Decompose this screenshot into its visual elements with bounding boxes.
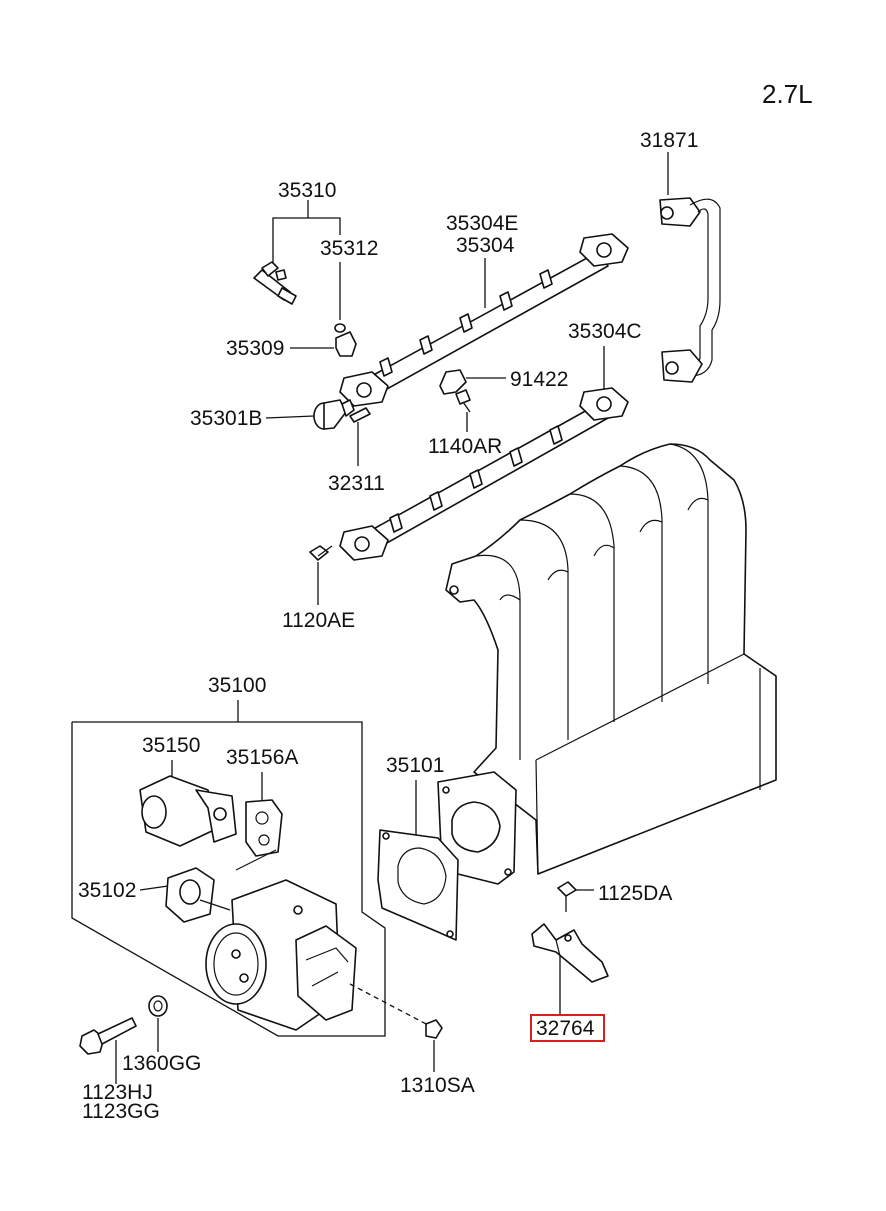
callout-35304: 35304 [456, 234, 515, 257]
callout-1140ar: 1140AR [428, 435, 502, 458]
callout-35312: 35312 [320, 237, 378, 260]
callout-35304c: 35304C [568, 320, 642, 343]
callout-35310: 35310 [278, 179, 336, 202]
callout-35100: 35100 [208, 674, 266, 697]
callout-1125da: 1125DA [598, 882, 672, 905]
callout-35150: 35150 [142, 734, 200, 757]
part-1140ar-bolt[interactable] [455, 389, 471, 413]
intake-manifold [437, 443, 777, 885]
callout-35301b: 35301B [190, 407, 262, 430]
part-1120ae-bolt[interactable] [309, 545, 333, 561]
part-35304c-fuel-rail-lower[interactable] [339, 387, 629, 561]
part-35156a-gasket[interactable] [245, 799, 283, 857]
callout-32311: 32311 [328, 472, 385, 495]
part-1123hj-bolt[interactable] [79, 1017, 137, 1055]
callout-35102: 35102 [78, 879, 136, 902]
part-35310-injector[interactable] [253, 261, 297, 305]
part-35312-o-ring[interactable] [334, 323, 346, 333]
part-1310sa-nut[interactable] [425, 1019, 443, 1039]
part-31871-pipe[interactable] [659, 197, 721, 383]
callout-1123hj: 1123HJ [82, 1081, 153, 1104]
part-35301b-pressure-regulator[interactable] [313, 399, 355, 430]
callout-1360gg: 1360GG [122, 1052, 201, 1075]
part-32311-pin[interactable] [349, 407, 371, 423]
part-35309-clip[interactable] [335, 331, 357, 357]
callout-31871: 31871 [640, 129, 698, 152]
callout-1310sa: 1310SA [400, 1074, 475, 1097]
part-35101-gasket[interactable] [377, 829, 459, 941]
part-35150-actuator[interactable] [139, 775, 237, 847]
throttle-body[interactable] [199, 849, 357, 1031]
callout-35156a: 35156A [226, 746, 298, 769]
part-91422-bracket[interactable] [439, 369, 467, 395]
callout-1120ae: 1120AE [282, 609, 355, 632]
part-1360gg-washer[interactable] [148, 995, 168, 1017]
callout-91422: 91422 [510, 368, 568, 391]
callout-32764[interactable]: 32764 [536, 1017, 595, 1040]
callout-1123gg: 1123GG [82, 1100, 160, 1123]
engine-label: 2.7L [762, 79, 813, 109]
callout-32764-highlight-box [530, 1014, 605, 1042]
callout-35101: 35101 [386, 754, 444, 777]
callout-35304e: 35304E [446, 212, 518, 235]
part-35304-fuel-rail-upper[interactable] [339, 233, 629, 407]
part-1125da-bolt[interactable] [557, 881, 577, 912]
callout-35309: 35309 [226, 337, 284, 360]
part-35102-sensor[interactable] [165, 867, 215, 923]
part-32764-bracket[interactable] [531, 923, 609, 983]
